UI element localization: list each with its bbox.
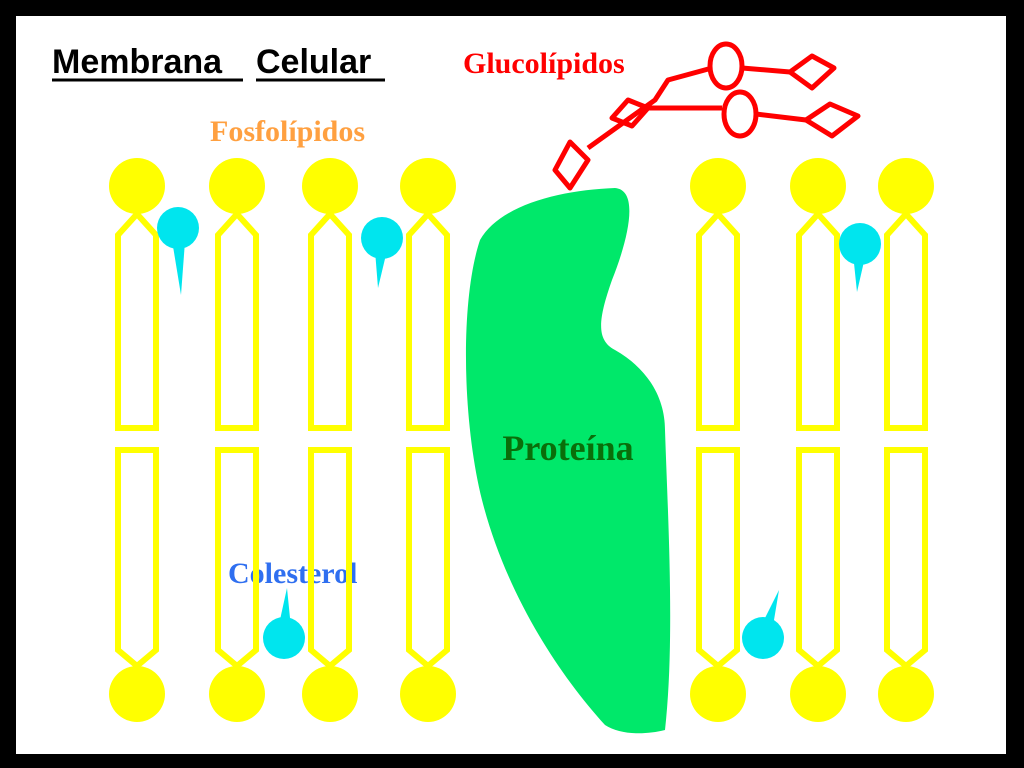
cholesterol-head [742,617,784,659]
sugar-diamond-4 [803,101,861,139]
phospholipid-head [690,158,746,214]
phospholipid-pair-5 [690,158,746,722]
phospholipid-pair-3 [302,158,358,722]
cholesterol-label: Colesterol [228,557,357,590]
phospholipid-tail [796,447,840,670]
protein-label: Proteína [502,428,633,468]
sugar-diamond-3 [787,53,837,91]
phospholipid-tail [406,209,450,431]
phospholipid-head [400,158,456,214]
cholesterol-molecule-3 [839,223,881,292]
phospholipid-head [209,666,265,722]
phospholipid-tail [884,209,928,431]
phospholipid-head [302,158,358,214]
phospholipid-head [109,158,165,214]
phospholipid-bilayer [109,158,934,722]
cholesterol-head [361,217,403,259]
phospholipid-head [209,158,265,214]
phospholipids-label: Fosfolípidos [210,115,365,148]
phospholipid-head [790,666,846,722]
phospholipid-tail [308,447,352,670]
glycolipid-chains [552,41,861,191]
phospholipid-tail [308,209,352,431]
title-word-membrana: Membrana [52,43,223,81]
glycolipid-chain-3 [741,65,791,75]
phospholipid-head [878,158,934,214]
phospholipid-tail [215,209,259,431]
phospholipid-pair-7 [878,158,934,722]
phospholipid-pair-2 [209,158,265,722]
phospholipid-pair-6 [790,158,846,722]
glycolipids-label: Glucolípidos [463,47,625,80]
phospholipid-tail [215,447,259,670]
phospholipid-tail [406,447,450,670]
glycolipid-chain-4 [755,111,807,123]
phospholipid-head [109,666,165,722]
phospholipid-tail [115,209,159,431]
cholesterol-molecule-1 [157,207,199,295]
phospholipid-head [400,666,456,722]
cholesterol-head [263,617,305,659]
phospholipid-pair-1 [109,158,165,722]
sugar-ring-1 [707,41,745,91]
cholesterol-molecule-5 [742,590,784,659]
phospholipid-head [690,666,746,722]
membrane-protein [465,188,671,734]
title-word-celular: Celular [256,43,371,81]
phospholipid-tail [115,447,159,670]
phospholipid-head [302,666,358,722]
phospholipid-tail [696,209,740,431]
cholesterol-molecule-4 [263,588,305,659]
cholesterol-head [839,223,881,265]
diagram-title: Membrana Celular [52,43,385,82]
phospholipid-tail [796,209,840,431]
cholesterol-head [157,207,199,249]
phospholipid-pair-4 [400,158,456,722]
cholesterol-molecule-2 [361,217,403,288]
phospholipid-head [878,666,934,722]
sugar-diamond-1 [552,139,591,191]
phospholipid-tail [884,447,928,670]
cholesterol-group [157,207,881,659]
phospholipid-tail [696,447,740,670]
phospholipid-head [790,158,846,214]
